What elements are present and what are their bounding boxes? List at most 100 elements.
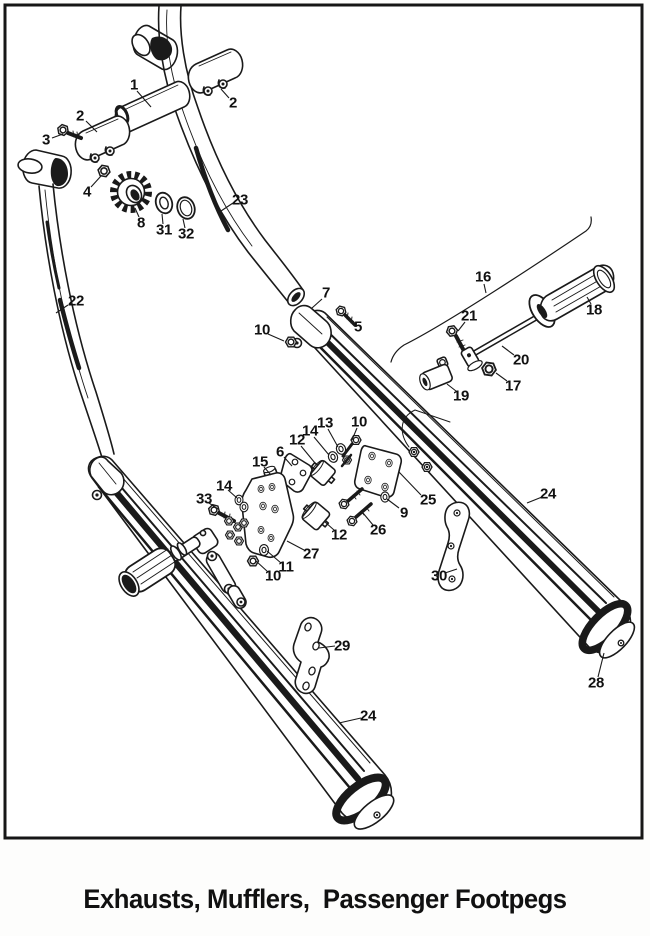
part-label-12: 12 [331, 527, 347, 544]
mounting-hardware-cluster [206, 434, 403, 567]
part-label-8: 8 [137, 215, 145, 232]
leader-line-30 [444, 568, 458, 574]
part-label-1: 1 [130, 77, 138, 94]
part-label-19: 19 [453, 388, 469, 405]
leader-line-14 [313, 436, 330, 456]
part-label-15: 15 [252, 454, 268, 471]
leader-line-23 [220, 202, 234, 212]
leader-line-2 [220, 88, 230, 99]
left-footpeg-assembly [118, 527, 247, 609]
inlet-sleeve [89, 456, 125, 496]
mounting-bracket-29 [292, 616, 330, 695]
washer-11 [258, 544, 270, 556]
leader-line-29 [318, 645, 336, 649]
passenger-footpeg-group [390, 216, 616, 391]
part-label-17: 17 [505, 378, 521, 395]
nut-10 [284, 336, 298, 348]
leader-line-25 [398, 471, 422, 496]
leader-line-7 [311, 298, 323, 309]
part-label-6: 6 [276, 444, 284, 461]
part-label-14: 14 [302, 423, 319, 440]
right-header-pipe-23 [131, 5, 306, 307]
part-label-18: 18 [586, 302, 602, 319]
part-label-11: 11 [278, 559, 293, 576]
leader-line-9 [386, 498, 400, 509]
part-label-28: 28 [588, 675, 604, 692]
part-label-22: 22 [68, 293, 84, 310]
part-label-16: 16 [475, 269, 491, 286]
leader-line-31 [161, 213, 164, 225]
page-title: Exhausts, Mufflers, Passenger Footpegs [83, 884, 567, 914]
nut-10 [246, 555, 260, 567]
part-label-26: 26 [370, 522, 386, 539]
mounting-bracket-30 [437, 501, 471, 592]
part-label-13: 13 [317, 415, 333, 432]
ring-31 [154, 191, 174, 215]
pillion-bar-assembly [55, 48, 244, 220]
part-label-33: 33 [196, 491, 212, 508]
leader-line-12 [324, 521, 335, 531]
leader-line-18 [586, 296, 592, 305]
part-label-3: 3 [42, 132, 50, 149]
leader-line-13 [327, 428, 339, 448]
right-muffler-24 [298, 309, 636, 659]
leader-line-14 [227, 489, 238, 499]
part-label-20: 20 [513, 352, 529, 369]
leader-line-21 [457, 321, 466, 332]
left-header-pipe-22 [17, 149, 115, 462]
part-label-24: 24 [540, 486, 557, 503]
part-label-7: 7 [322, 285, 330, 302]
rubber-mount-12 [309, 459, 336, 487]
leader-line-10 [351, 427, 358, 441]
part-label-31: 31 [156, 222, 172, 239]
part-label-10: 10 [254, 322, 270, 339]
part-label-21: 21 [461, 308, 477, 325]
leader-line-20 [501, 345, 515, 356]
muffler-end-cap-28 [598, 621, 636, 659]
serrated-gear-8 [110, 171, 152, 213]
leader-line-6 [283, 456, 293, 467]
leader-line-10 [267, 333, 285, 342]
part-label-23: 23 [232, 192, 248, 209]
leader-line-27 [286, 540, 305, 551]
leader-line-28 [597, 652, 605, 678]
part-label-24: 24 [360, 708, 377, 725]
part-label-2: 2 [76, 108, 84, 125]
leader-line-26 [362, 512, 374, 526]
washer-9 [380, 491, 390, 503]
muffler-clamp-7 [284, 304, 357, 349]
leader-line-17 [495, 372, 508, 382]
part-label-9: 9 [400, 505, 408, 522]
leader-line-24 [526, 496, 543, 504]
part-label-10: 10 [351, 414, 367, 431]
part-label-29: 29 [334, 638, 350, 655]
part-label-4: 4 [83, 184, 92, 201]
leader-line-8 [134, 207, 140, 218]
leader-line-33 [208, 502, 219, 510]
leader-line-5 [347, 316, 355, 323]
part-label-5: 5 [354, 319, 362, 336]
leader-line-19 [446, 383, 457, 392]
leader-line-11 [266, 550, 282, 564]
left-muffler-24 [87, 455, 395, 830]
leader-line-32 [182, 218, 186, 229]
group-16-bracket-line [390, 216, 592, 363]
leader-line-15 [263, 466, 272, 476]
part-label-25: 25 [420, 492, 436, 509]
part-label-14: 14 [216, 478, 233, 495]
part-label-2: 2 [229, 95, 237, 112]
muffler-end-cap [353, 794, 395, 830]
part-label-27: 27 [303, 546, 319, 563]
part-label-32: 32 [178, 226, 194, 243]
part-label-10: 10 [265, 568, 281, 585]
leader-line-2 [85, 120, 98, 133]
leader-line-3 [51, 133, 64, 139]
leader-line-10 [255, 560, 269, 573]
leader-line-22 [55, 304, 69, 314]
leader-line-1 [136, 90, 152, 108]
leader-line-4 [90, 175, 102, 188]
leader-line-12 [300, 445, 316, 464]
